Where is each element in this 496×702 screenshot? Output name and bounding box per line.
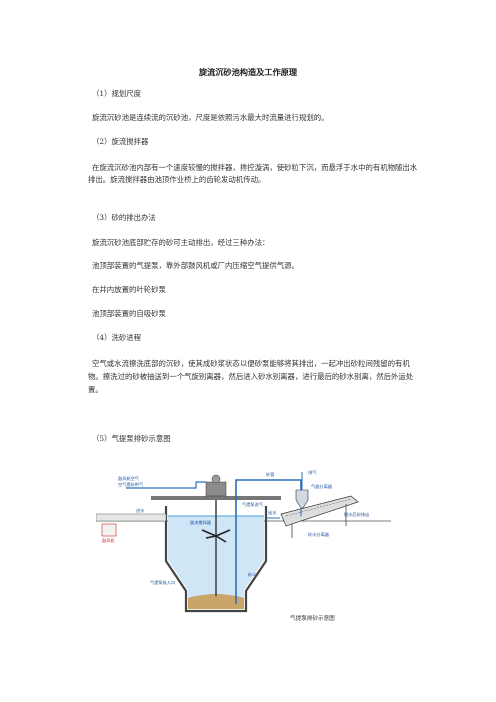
section-2-heading: （2）旋流搅拌器 [92,137,149,146]
label-inlet: 进水 [136,507,145,514]
section-2-paragraph: 在旋流沉砂池内部有一个速度较慢的搅拌器，搀控漩涡，使砂粒下沉，而悬浮于水中的有机… [88,163,418,184]
section-3-paragraph-4: 池顶部装置的自吸砂泵 [92,309,166,318]
page-title: 旋流沉砂池构造及工作原理 [198,67,298,77]
drive-motor [205,481,227,497]
sand-pipe [235,479,302,490]
grit-bed [188,594,244,609]
section-4-paragraph: 空气或水流擦洗底部的沉砂，使其成砂浆状态以便砂泵能够将其排出，一起冲出砂粒间残留… [88,359,414,394]
section-5-heading: （5）气提泵排砂示意图 [92,434,171,443]
section-3-paragraph-3: 在井内放置的叶轮砂泵 [92,285,166,294]
air-pipe [126,481,206,489]
section-1-paragraph: 旋流沉砂池是连续流的沉砂池，尺度是依照污水最大时流量进行规划的。 [92,113,329,122]
label-grit-out: 脱水后砂排出 [344,511,369,518]
blower-box [101,523,117,537]
label-vortex: 旋流搅拌器 [190,519,212,526]
label-air-lift-air: 空气提砂供气 [118,481,144,488]
label-cyclone: 气旋分离器 [311,483,333,490]
label-air-entry: 气提泵吸入口 [150,579,175,586]
section-3-paragraph-1: 旋流沉砂池底部贮存的砂可主动排出，经过三种办法： [92,238,270,247]
diagram-caption: 气提泵排砂示意图 [290,616,335,622]
label-outlet: 出水 [268,509,277,516]
label-washer: 砂水分离器 [308,531,330,538]
label-blower: 鼓风机 [102,537,115,544]
impeller [201,529,231,543]
bridge [151,496,281,500]
label-grit-hopper: 砂斗 [248,571,256,578]
section-1-heading: （1）规划尺度 [92,89,142,98]
air-lift-diagram: 鼓风机空气 空气提砂供气 砂管 排气 气旋分离器 进水 旋流搅拌器 出水 气提泵… [96,469,391,613]
section-3-paragraph-2: 池顶部装置的气提泵，靠外部鼓风机或厂内压缩空气提供气源。 [92,261,299,270]
washer [280,495,359,527]
section-3-heading: （3）砂的排出办法 [92,213,156,222]
inlet-channel [96,513,167,522]
label-blower-air: 鼓风机空气 [118,475,140,482]
cyclone [295,489,309,509]
label-air-inlet: 气提泵进气 [242,501,264,508]
section-4-heading: （4）洗砂进程 [92,333,142,342]
label-exhaust: 排气 [308,469,317,476]
tank-wall [164,506,268,613]
label-sand-pipe: 砂管 [266,471,274,478]
